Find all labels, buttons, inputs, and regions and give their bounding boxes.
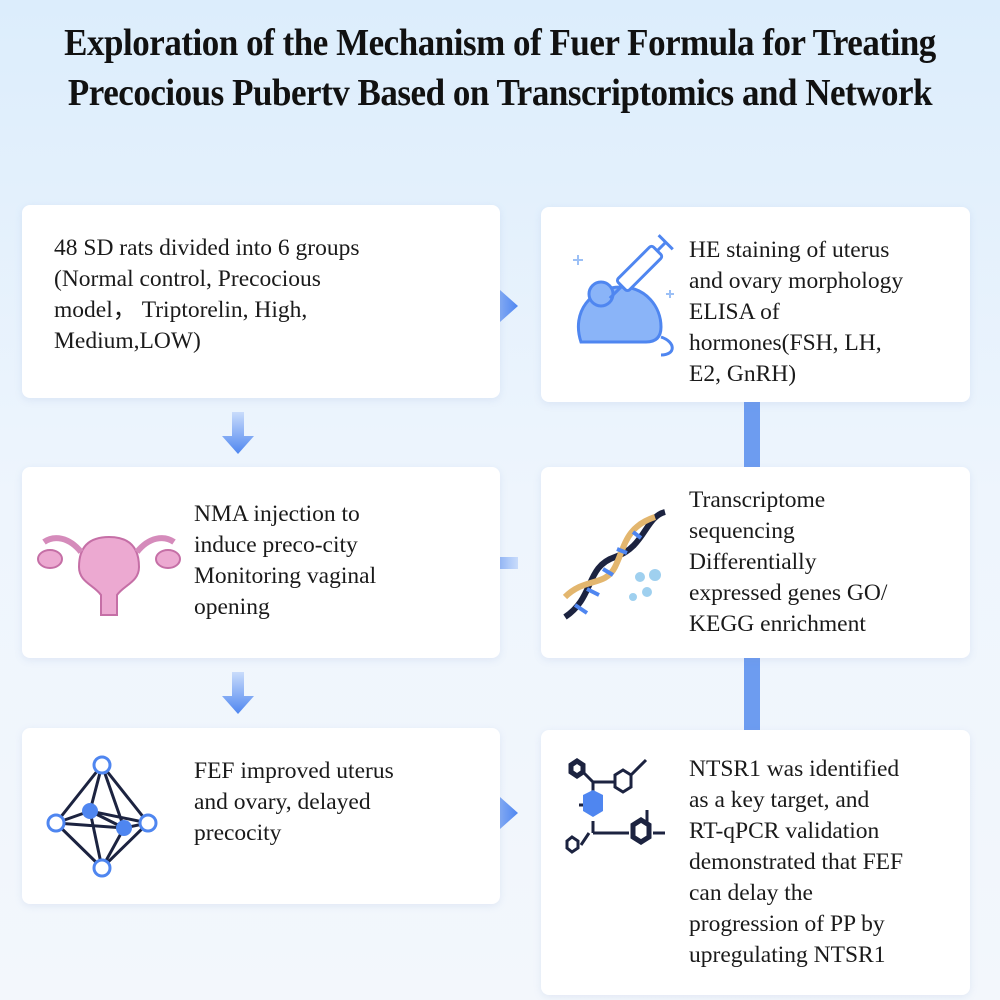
step-nma-card: NMA injection to induce preco-city Monit…: [22, 467, 500, 658]
arrow-down-icon: [222, 412, 254, 454]
dna-icon: [562, 509, 667, 620]
network-icon: [46, 755, 158, 878]
connector-right-1: [744, 400, 760, 470]
step-nma-text: NMA injection to induce preco-city Monit…: [194, 501, 377, 620]
step-groups-text: 48 SD rats divided into 6 groups (Normal…: [54, 235, 360, 354]
uterus-icon: [37, 535, 181, 616]
step-fef-text: FEF improved uterus and ovary, delayed p…: [194, 758, 394, 846]
step-staining-card: HE staining of uterus and ovary morpholo…: [541, 207, 970, 402]
step-groups-card: 48 SD rats divided into 6 groups (Normal…: [22, 205, 500, 398]
step-ntsr1-card: NTSR1 was identified as a key target, an…: [541, 730, 970, 995]
mouse-syringe-icon: [573, 234, 674, 357]
connector-right-2: [744, 656, 760, 732]
step-staining-text: HE staining of uterus and ovary morpholo…: [689, 237, 904, 387]
page-title: Exploration of the Mechanism of Fuer For…: [64, 22, 936, 114]
step-fef-card: FEF improved uterus and ovary, delayed p…: [22, 728, 500, 904]
step-transcriptome-text: Transcriptome sequencing Differentially …: [689, 487, 888, 637]
step-transcriptome-card: Transcriptome sequencing Differentially …: [541, 467, 970, 658]
arrow-down-icon: [222, 672, 254, 714]
molecule-icon: [565, 757, 665, 854]
step-ntsr1-text: NTSR1 was identified as a key target, an…: [689, 756, 904, 968]
